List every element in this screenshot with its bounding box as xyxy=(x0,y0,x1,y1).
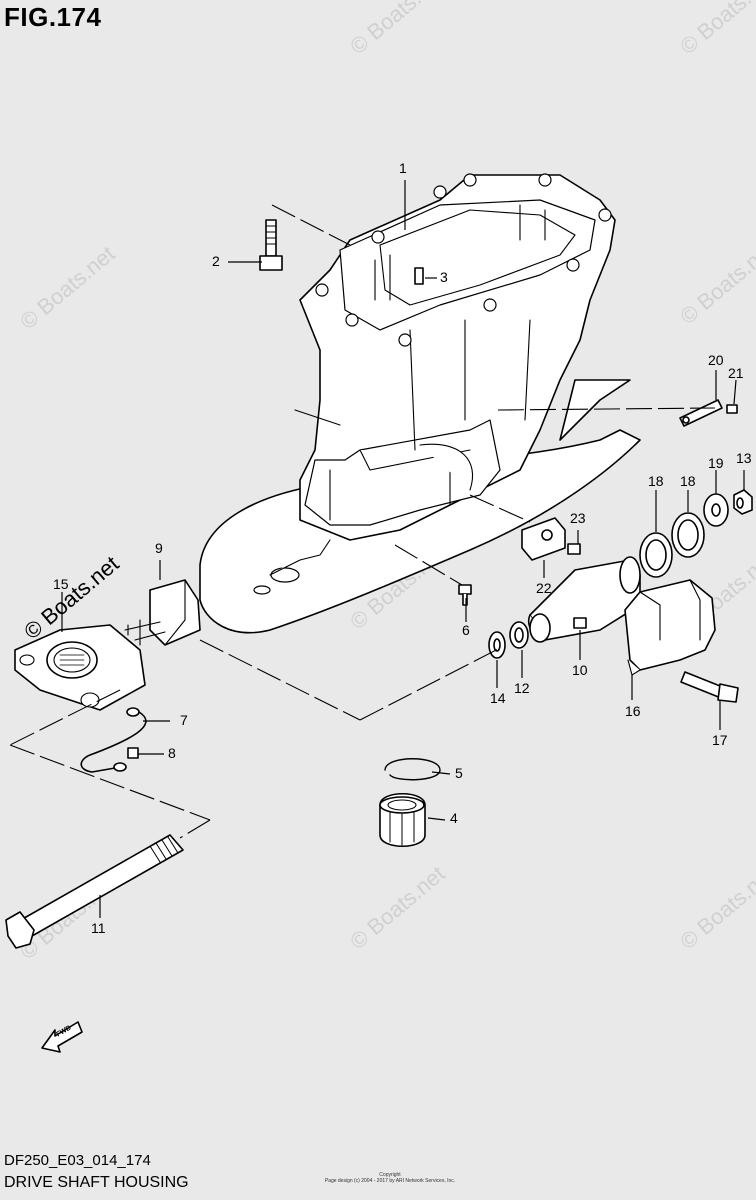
bolt-17 xyxy=(680,671,739,703)
mount-10 xyxy=(527,556,641,643)
ground-wire-7 xyxy=(80,707,147,773)
washer-14 xyxy=(488,631,506,659)
callout-19: 19 xyxy=(708,455,724,471)
drive-shaft-housing xyxy=(199,173,641,634)
callout-3: 3 xyxy=(440,269,448,285)
bracket-16 xyxy=(624,579,716,676)
diagram-code: DF250_E03_014_174 xyxy=(4,1152,151,1169)
callout-18a: 18 xyxy=(648,473,664,489)
callout-17: 17 xyxy=(712,732,728,748)
plate-20 xyxy=(679,399,723,427)
clamp-15 xyxy=(14,624,146,711)
washer-19 xyxy=(703,493,729,527)
screw-21 xyxy=(726,404,738,414)
callout-23: 23 xyxy=(570,510,586,526)
stopper-22 xyxy=(521,517,566,561)
callout-9: 9 xyxy=(155,540,163,556)
callout-11: 11 xyxy=(91,920,106,936)
callout-22: 22 xyxy=(536,580,552,596)
bolt-23 xyxy=(567,543,581,555)
clip-5 xyxy=(384,758,441,781)
callout-6: 6 xyxy=(462,622,470,638)
screw-6 xyxy=(458,584,472,606)
callout-15: 15 xyxy=(53,576,69,592)
fwd-arrow-icon xyxy=(41,1021,83,1053)
callout-5: 5 xyxy=(455,765,463,781)
callout-13: 13 xyxy=(736,450,752,466)
copyright-notice: Copyright Page design (c) 2004 - 2017 by… xyxy=(320,1172,460,1184)
callout-14: 14 xyxy=(490,690,506,706)
washer-18b xyxy=(671,512,705,558)
bolt-2 xyxy=(259,219,283,271)
copyright-line-1: Copyright xyxy=(379,1172,401,1178)
washer-18a xyxy=(639,532,673,578)
callout-21: 21 xyxy=(728,365,744,381)
long-bolt-11 xyxy=(5,834,184,949)
callout-4: 4 xyxy=(450,810,458,826)
figure-title: FIG.174 xyxy=(4,2,102,32)
washer-12 xyxy=(509,621,529,649)
dowel-pin-3 xyxy=(414,267,424,285)
bushing-4 xyxy=(379,793,426,847)
diagram-caption: DRIVE SHAFT HOUSING xyxy=(4,1174,189,1191)
callout-18b: 18 xyxy=(680,473,696,489)
callout-20: 20 xyxy=(708,352,724,368)
grommet-9 xyxy=(124,579,201,646)
callout-1: 1 xyxy=(399,160,407,176)
callout-10: 10 xyxy=(572,662,588,678)
callout-16: 16 xyxy=(625,703,641,719)
callout-8: 8 xyxy=(168,745,176,761)
callout-7: 7 xyxy=(180,712,188,728)
copyright-line-2: Page design (c) 2004 - 2017 by ARI Netwo… xyxy=(324,1178,456,1184)
callout-12: 12 xyxy=(514,680,530,696)
nut-13 xyxy=(733,489,753,515)
callout-2: 2 xyxy=(212,253,220,269)
